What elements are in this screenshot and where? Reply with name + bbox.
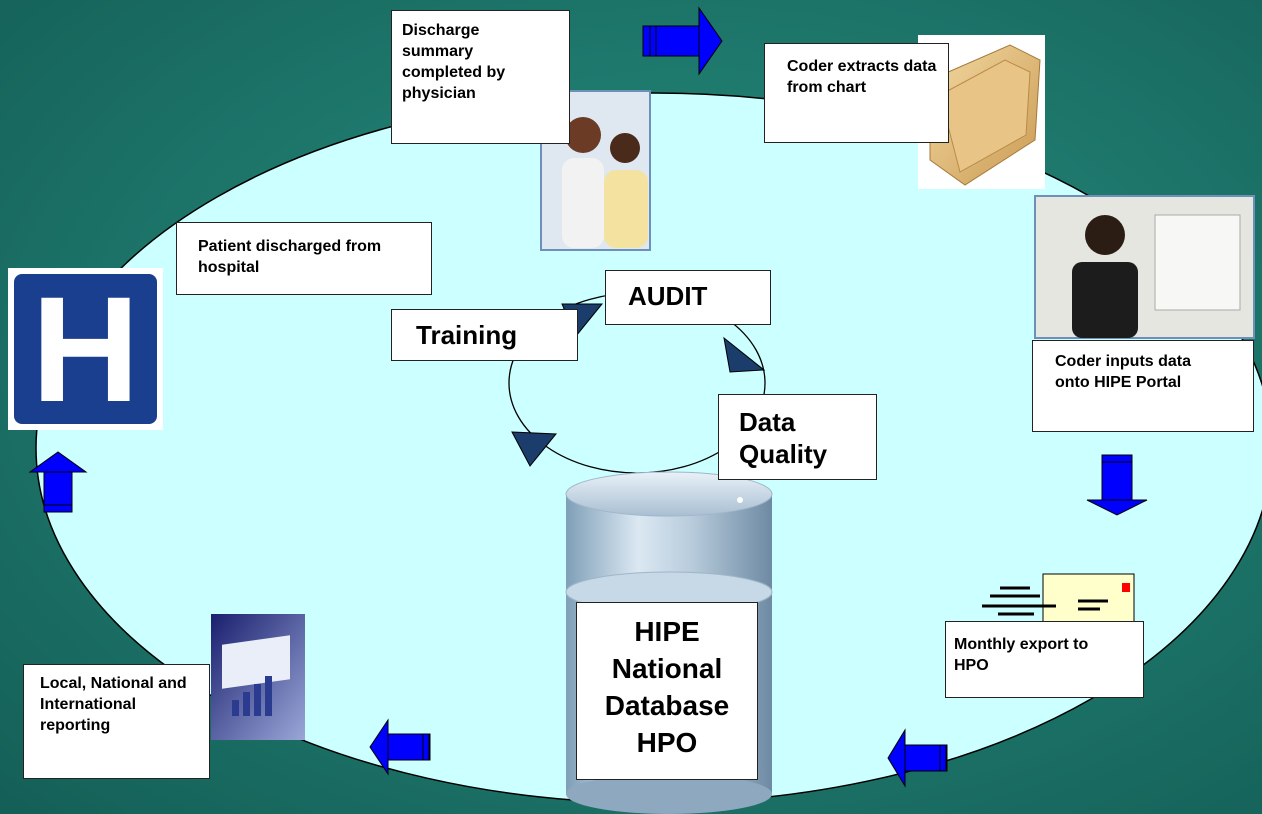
audit-box: AUDIT — [605, 270, 771, 325]
hospital-sign: H — [8, 268, 163, 430]
coder-computer-photo — [1034, 195, 1255, 339]
monthly-export-box: Monthly export to HPO — [945, 621, 1144, 698]
mail-export-icon — [982, 573, 1135, 627]
discharge-summary-box: Discharge summary completed by physician — [391, 10, 570, 144]
cycle-arrowhead-right — [723, 336, 766, 373]
arrow-up-left — [28, 451, 88, 513]
reporting-box: Local, National and International report… — [23, 664, 210, 779]
coder-inputs-box: Coder inputs data onto HIPE Portal — [1032, 340, 1254, 432]
arrow-right-top — [642, 6, 723, 76]
data-quality-box: Data Quality — [718, 394, 877, 480]
chart-picture — [211, 614, 305, 740]
coder-extracts-box: Coder extracts data from chart — [764, 43, 949, 143]
database-label-box: HIPE National Database HPO — [576, 602, 758, 780]
cycle-arrowhead-bottom — [511, 431, 558, 467]
arrow-left-bottom-left — [369, 718, 431, 776]
arrow-down-right — [1086, 454, 1148, 516]
arrow-left-bottom-right — [887, 728, 948, 788]
hospital-sign-letter: H — [31, 265, 140, 433]
training-box: Training — [391, 309, 578, 361]
patient-discharged-box: Patient discharged from hospital — [176, 222, 432, 295]
